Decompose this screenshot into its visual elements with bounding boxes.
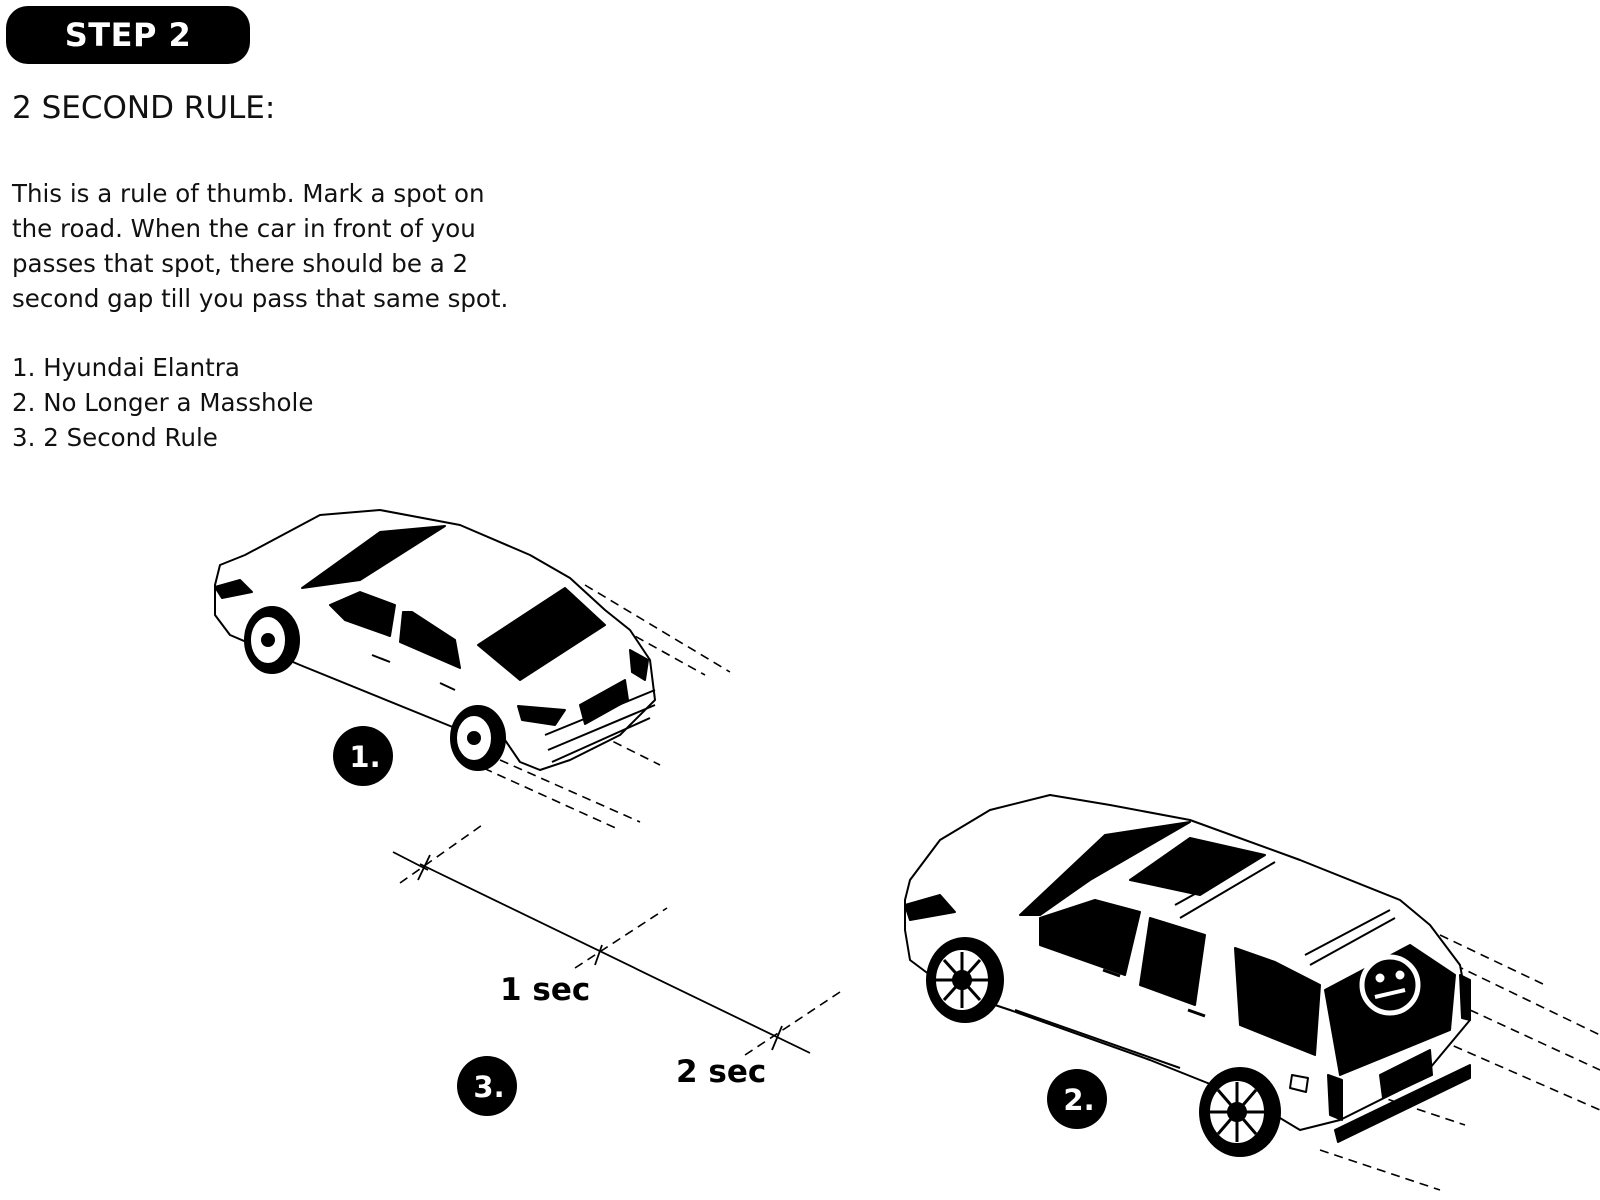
legend-item-3: 3. 2 Second Rule [12,423,218,452]
rule-description: This is a rule of thumb. Mark a spot on … [12,179,509,313]
sedan-motion-lines [469,584,731,831]
step-badge: STEP 2 [6,6,250,64]
gap-label-1-sec: 1 sec [500,972,590,1008]
badge-1: 1. [333,726,393,786]
svg-text:2.: 2. [1063,1083,1094,1117]
legend-list: 1. Hyundai Elantra 2. No Longer a Massho… [12,350,313,455]
legend-item-1: 1. Hyundai Elantra [12,353,240,382]
suv-wheel-front [926,937,1004,1023]
gap-label-2-sec: 2 sec [676,1054,766,1090]
badge-3: 3. [457,1056,517,1116]
suv-wheel-rear [1199,1067,1281,1157]
svg-text:3.: 3. [473,1070,504,1104]
distance-ruler [392,822,844,1056]
sedan-wheel-front [244,606,300,674]
smiley-decal-icon [1359,954,1421,1016]
sedan-illustration [214,509,731,831]
page-title: 2 SECOND RULE: [12,90,276,126]
svg-text:1.: 1. [349,740,380,774]
legend-item-2: 2. No Longer a Masshole [12,388,314,417]
suv-illustration [904,794,1600,1191]
sedan-wheel-rear [450,705,506,771]
badge-2: 2. [1047,1069,1107,1129]
